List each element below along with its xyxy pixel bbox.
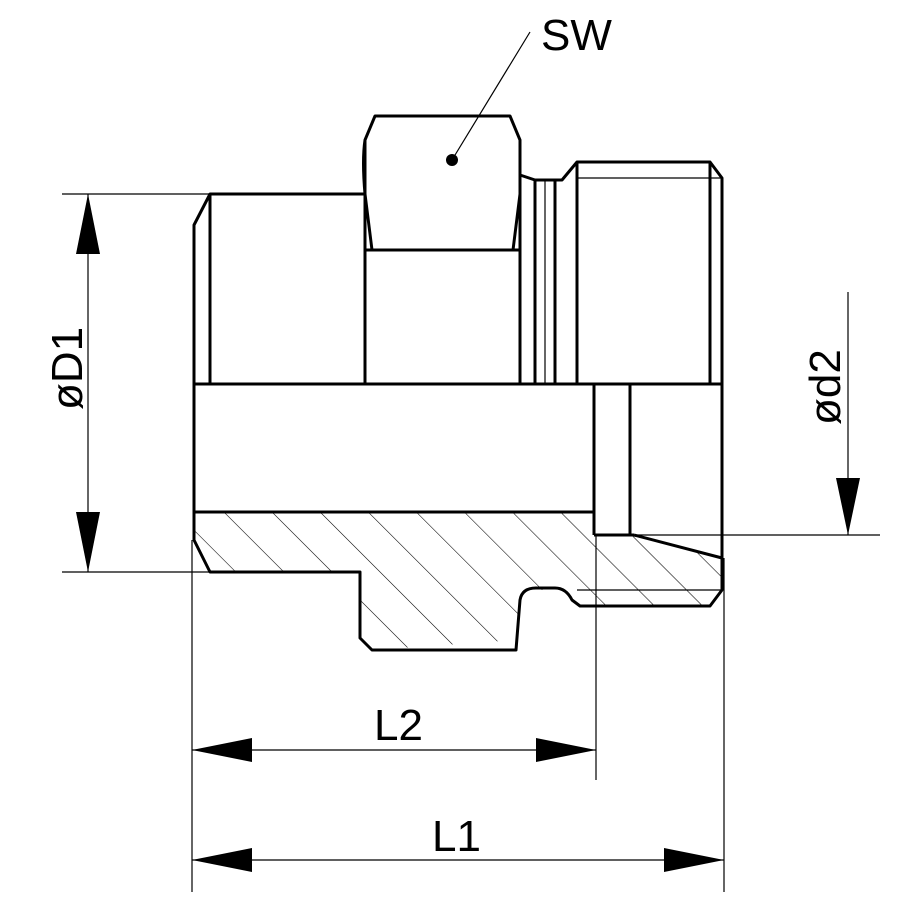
d1-arrow-top bbox=[76, 194, 100, 254]
d1-dimension: øD1 bbox=[43, 193, 210, 573]
d2-arrow bbox=[836, 478, 860, 535]
l1-label: L1 bbox=[432, 812, 481, 861]
d1-label: øD1 bbox=[43, 327, 92, 410]
l2-dimension: L2 bbox=[191, 535, 597, 892]
section-hatching bbox=[194, 512, 722, 650]
l2-label: L2 bbox=[374, 701, 423, 750]
fitting-body-outline bbox=[192, 114, 724, 652]
l2-arrow-left bbox=[192, 738, 252, 762]
l1-arrow-left bbox=[192, 848, 252, 872]
sw-leader-dot bbox=[446, 154, 458, 166]
l2-arrow-right bbox=[536, 738, 596, 762]
d2-dimension: ød2 bbox=[630, 292, 880, 536]
d2-label: ød2 bbox=[801, 349, 850, 425]
l1-dimension: L1 bbox=[192, 558, 725, 892]
d1-arrow-bottom bbox=[76, 512, 100, 572]
sw-callout: SW bbox=[446, 11, 612, 166]
l1-arrow-right bbox=[664, 848, 724, 872]
sw-label: SW bbox=[541, 11, 612, 60]
